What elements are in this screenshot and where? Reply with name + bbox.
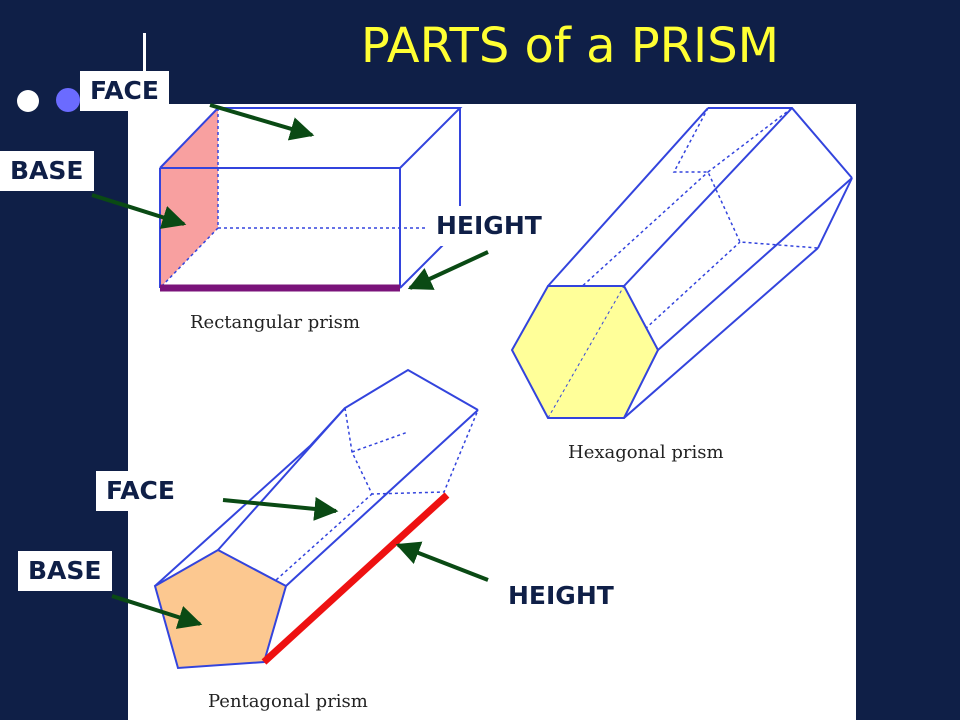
- arrow-face-bottom: [222, 496, 339, 521]
- arrow-face-top: [209, 103, 315, 141]
- face-label-bottom: FACE: [96, 471, 185, 511]
- pentagonal-prism: Pentagonal prism: [153, 368, 479, 712]
- rectangular-prism-hidden-edges: [159, 108, 460, 289]
- bullet-blue-dot: [56, 88, 80, 112]
- arrow-height-top: [407, 250, 489, 290]
- arrow-base-bottom: [111, 594, 203, 629]
- rectangular-prism: Rectangular prism: [159, 107, 463, 333]
- base-label-top: BASE: [0, 151, 94, 191]
- pentagonal-prism-height-line: [261, 492, 450, 665]
- hexagonal-prism-caption: Hexagonal prism: [568, 442, 724, 463]
- height-label-top: HEIGHT: [426, 206, 552, 246]
- rectangular-prism-caption: Rectangular prism: [190, 312, 360, 333]
- base-label-bottom: BASE: [18, 551, 112, 591]
- arrow-height-bottom: [395, 541, 489, 582]
- pentagonal-prism-caption: Pentagonal prism: [208, 691, 368, 712]
- height-label-bottom: HEIGHT: [498, 576, 624, 616]
- hexagonal-prism: Hexagonal prism: [510, 107, 853, 463]
- face-label-top: FACE: [80, 71, 169, 111]
- title-divider-line: [143, 33, 146, 85]
- arrow-base-top: [91, 193, 187, 229]
- rectangular-prism-base: [160, 108, 218, 288]
- slide-title: PARTS of a PRISM: [360, 18, 780, 74]
- hexagonal-prism-base: [510, 285, 660, 419]
- pentagonal-prism-base: [153, 548, 288, 670]
- bullet-white-dot: [17, 90, 39, 112]
- pointer-arrows: [91, 103, 489, 629]
